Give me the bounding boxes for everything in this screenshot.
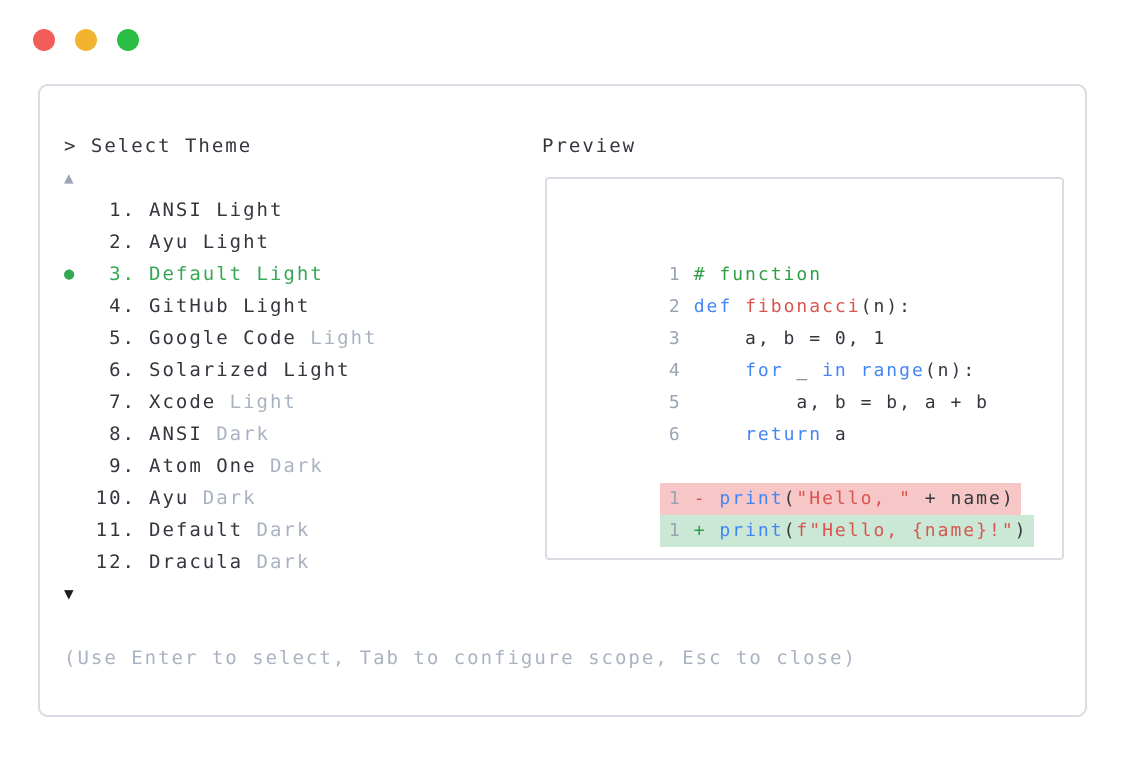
item-name: Default xyxy=(149,519,244,541)
item-name: Solarized Light xyxy=(149,359,351,381)
window-minimize-button[interactable] xyxy=(75,29,97,51)
preview-code-line: 6 return a xyxy=(565,387,1062,445)
theme-item-ayu-light[interactable]: 2. Ayu Light xyxy=(64,226,857,258)
item-suffix: Dark xyxy=(243,519,311,541)
item-name: Ayu Light xyxy=(149,231,270,253)
item-number: 12. xyxy=(95,551,136,573)
item-number: 8. xyxy=(109,423,136,445)
theme-item-solarized-light[interactable]: 6. Solarized Light xyxy=(64,354,857,386)
line-number: 1 xyxy=(668,264,682,285)
preview-title: Preview xyxy=(542,135,637,157)
theme-item-ayu-dark[interactable]: 10. Ayu Dark xyxy=(64,482,857,514)
item-suffix: Dark xyxy=(243,551,311,573)
scroll-down-icon[interactable]: ▼ xyxy=(64,584,76,603)
diff-removed-line: 1- print("Hello, " + name) xyxy=(557,451,1062,515)
theme-item-google-code-light[interactable]: 5. Google Code Light xyxy=(64,322,857,354)
line-number: 1 xyxy=(668,520,682,541)
scroll-up-icon[interactable]: ▲ xyxy=(64,168,76,187)
item-number: 6. xyxy=(109,359,136,381)
line-number: 5 xyxy=(668,392,682,413)
preview-code-line: 3 a, b = 0, 1 xyxy=(565,291,1062,349)
item-number: 4. xyxy=(109,295,136,317)
theme-item-github-light[interactable]: 4. GitHub Light xyxy=(64,290,857,322)
item-suffix: Light xyxy=(216,391,297,413)
item-name: GitHub Light xyxy=(149,295,311,317)
theme-item-ansi-dark[interactable]: 8. ANSI Dark xyxy=(64,418,857,450)
selected-dot-icon: ● xyxy=(64,264,77,284)
theme-item-default-dark[interactable]: 11. Default Dark xyxy=(64,514,857,546)
window-close-button[interactable] xyxy=(33,29,55,51)
theme-picker-panel: > Select Theme ▲ 1. ANSI Light 2. Ayu Ligh… xyxy=(38,84,1087,717)
picker-prompt: > Select Theme xyxy=(64,135,253,157)
item-name: Xcode xyxy=(149,391,217,413)
line-number: 2 xyxy=(668,296,682,317)
item-name: Dracula xyxy=(149,551,244,573)
item-number: 1. xyxy=(109,199,136,221)
theme-item-default-light-selected[interactable]: ● 3. Default Light xyxy=(64,258,857,290)
item-suffix: Dark xyxy=(202,423,270,445)
line-number: 6 xyxy=(668,424,682,445)
item-number: 11. xyxy=(95,519,136,541)
item-suffix: Dark xyxy=(256,455,324,477)
theme-list: > Select Theme ▲ 1. ANSI Light 2. Ayu Ligh… xyxy=(64,130,857,674)
line-number: 1 xyxy=(668,488,682,509)
item-number: 5. xyxy=(109,327,136,349)
theme-item-ansi-light[interactable]: 1. ANSI Light xyxy=(64,194,857,226)
item-number: 9. xyxy=(109,455,136,477)
preview-code-line: 5 a, b = b, a + b xyxy=(565,355,1062,413)
item-name: Google Code xyxy=(149,327,297,349)
diff-added-line: 1+ print(f"Hello, {name}!") xyxy=(557,483,1062,547)
line-number: 4 xyxy=(668,360,682,381)
item-name: Default Light xyxy=(149,263,324,285)
item-number: 2. xyxy=(109,231,136,253)
item-number: 7. xyxy=(109,391,136,413)
item-number: 3. xyxy=(109,263,136,285)
item-name: ANSI Light xyxy=(149,199,284,221)
item-suffix: Dark xyxy=(189,487,257,509)
preview-code-line: 4 for _ in range(n): xyxy=(565,323,1062,381)
help-text: (Use Enter to select, Tab to configure s… xyxy=(64,647,857,669)
window-zoom-button[interactable] xyxy=(117,29,139,51)
item-number: 10. xyxy=(95,487,136,509)
theme-item-dracula-dark[interactable]: 12. Dracula Dark xyxy=(64,546,857,578)
item-name: Atom One xyxy=(149,455,257,477)
diff-minus-sign: - xyxy=(693,488,720,509)
item-suffix: Light xyxy=(296,327,378,349)
item-name: ANSI xyxy=(149,423,203,445)
window-controls xyxy=(33,29,139,51)
diff-plus-sign: + xyxy=(693,520,720,541)
theme-item-atom-one-dark[interactable]: 9. Atom One Dark xyxy=(64,450,857,482)
item-name: Ayu xyxy=(149,487,190,509)
line-number: 3 xyxy=(668,328,682,349)
theme-item-xcode-light[interactable]: 7. Xcode Light xyxy=(64,386,857,418)
preview-code-line: 1# function xyxy=(565,227,1062,285)
